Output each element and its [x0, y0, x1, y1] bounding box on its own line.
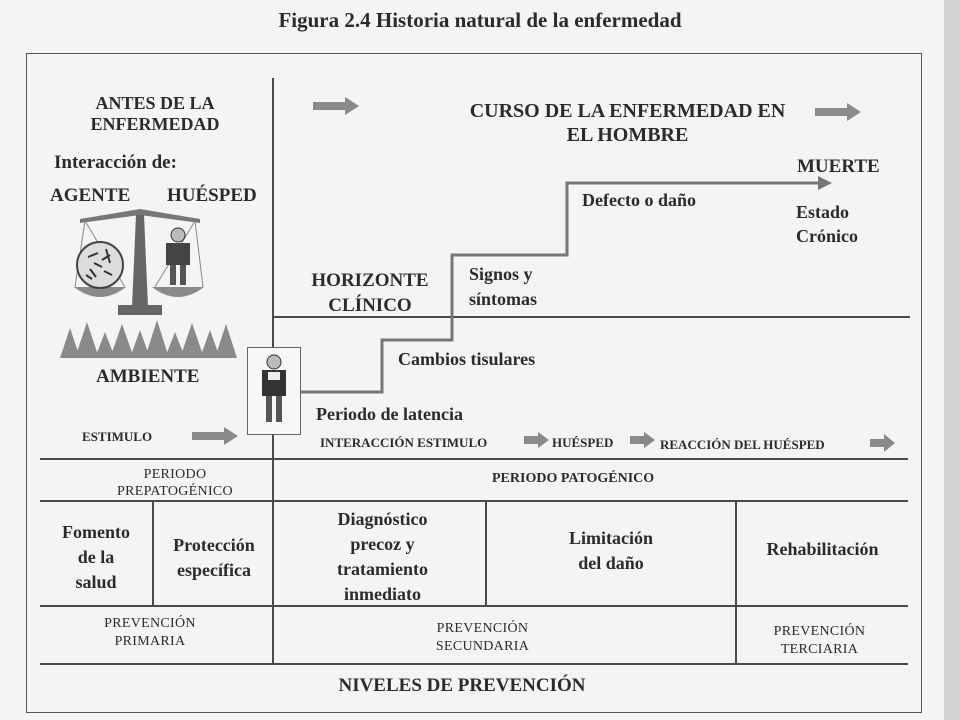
- specific-protection-cell: Protección específica: [173, 535, 255, 580]
- arrow-right-icon: [630, 432, 655, 448]
- page-edge: [944, 0, 960, 720]
- interaction-label: Interacción de:: [54, 152, 177, 173]
- latency-period-label: Periodo de latencia: [316, 404, 463, 424]
- tissue-changes-label: Cambios tisulares: [398, 349, 536, 369]
- prepathogenic-period-label: PERIODO PREPATOGÉNICO: [117, 467, 233, 499]
- divider-actions-bottom: [40, 605, 908, 607]
- rehabilitation-cell: Rehabilitación: [766, 539, 879, 559]
- sequence-interaction-label: INTERACCIÓN ESTIMULO: [320, 435, 488, 450]
- arrow-right-icon: [192, 427, 238, 445]
- damage-limitation-cell: Limitación del daño: [569, 528, 653, 573]
- balance-scale-icon: [74, 209, 204, 315]
- pathogenic-period-label: PERIODO PATOGÉNICO: [492, 471, 655, 486]
- before-disease-heading: ANTES DE LA ENFERMEDAD: [90, 93, 220, 134]
- divider-prevention-bottom: [40, 663, 908, 665]
- arrow-right-icon: [815, 103, 861, 121]
- tertiary-prevention-label: PREVENCIÓN TERCIARIA: [773, 624, 866, 657]
- arrow-right-icon: [870, 434, 895, 452]
- stimulus-label: ESTIMULO: [82, 429, 153, 444]
- health-promotion-cell: Fomento de la salud: [62, 522, 130, 592]
- agent-label: AGENTE: [50, 185, 131, 206]
- clinical-horizon-label: HORIZONTE CLÍNICO: [311, 270, 429, 316]
- divider-promotion-protection: [152, 502, 154, 605]
- trees-icon: [60, 320, 237, 358]
- divider-diagnosis-limitation: [485, 502, 487, 605]
- defect-label: Defecto o daño: [582, 190, 696, 210]
- course-heading: CURSO DE LA ENFERMEDAD EN EL HOMBRE: [469, 100, 786, 146]
- diagram-frame: [26, 53, 922, 713]
- sequence-host-label: HUÉSPED: [552, 435, 614, 450]
- figure-title: Figura 2.4 Historia natural de la enferm…: [278, 8, 682, 32]
- signs-symptoms-label: Signos y síntomas: [469, 264, 538, 309]
- sequence-reaction-label: REACCIÓN DEL HUÉSPED: [660, 437, 825, 452]
- environment-label: AMBIENTE: [96, 366, 200, 387]
- person-box: [247, 347, 301, 435]
- divider-limitation-rehab: [735, 502, 737, 663]
- prevention-levels-footer: NIVELES DE PREVENCIÓN: [338, 675, 586, 696]
- divider-periods-bottom: [40, 500, 908, 502]
- person-icon: [262, 354, 286, 422]
- arrow-right-icon: [524, 432, 549, 448]
- host-label: HUÉSPED: [167, 185, 257, 206]
- arrow-right-icon: [313, 97, 359, 115]
- early-diagnosis-cell: Diagnóstico precoz y tratamiento inmedia…: [337, 509, 428, 604]
- chronic-state-label: Estado Crónico: [796, 202, 858, 246]
- death-label: MUERTE: [797, 156, 880, 177]
- divider-periods-top: [40, 458, 908, 460]
- secondary-prevention-label: PREVENCIÓN SECUNDARIA: [435, 621, 530, 654]
- primary-prevention-label: PREVENCIÓN PRIMARIA: [104, 616, 196, 649]
